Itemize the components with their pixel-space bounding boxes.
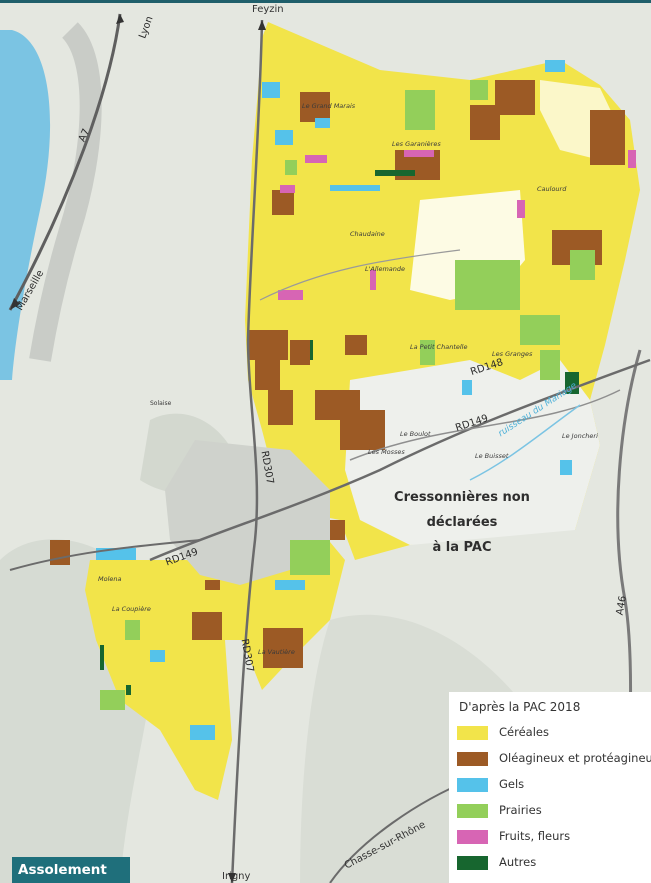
arrow-south xyxy=(228,873,236,883)
legend-label-oleagineux: Oléagineux et protéagineux xyxy=(499,751,651,765)
assolement-badge: Assolement xyxy=(12,857,130,883)
minor-road xyxy=(259,249,461,301)
road-rd307 xyxy=(230,19,264,883)
label-irigny: Irigny xyxy=(222,871,251,882)
arrow-lyon xyxy=(116,14,124,24)
label-la-petit-chantelle: La Petit Chantelle xyxy=(410,343,468,351)
village-saint-fons xyxy=(165,440,330,585)
parcels-oleagineux xyxy=(50,80,625,668)
label-chaudaine: Chaudaine xyxy=(350,230,385,238)
legend-swatch-cereales xyxy=(457,726,488,740)
label-les-mosses: Les Mosses xyxy=(368,448,405,456)
rail-yard xyxy=(29,22,102,362)
legend-swatch-fruits xyxy=(457,830,488,844)
road-rd149-west xyxy=(9,539,201,571)
legend-item-prairies: Prairies xyxy=(457,800,651,822)
top-border xyxy=(0,0,651,3)
label-les-garanieres: Les Garanières xyxy=(392,140,441,148)
rail-line xyxy=(349,389,621,461)
farm-zone-south xyxy=(85,530,345,800)
legend-swatch-oleagineux xyxy=(457,752,488,766)
legend-item-fruits: Fruits, fleurs xyxy=(457,826,651,848)
legend-label-autres: Autres xyxy=(499,855,537,869)
road-rd148-rd149 xyxy=(149,358,651,562)
label-molena: Molena xyxy=(98,575,122,583)
label-la-coupiere: La Coupière xyxy=(112,605,151,613)
legend-item-cereales: Céréales xyxy=(457,722,651,744)
label-caulourd: Caulourd xyxy=(537,185,567,193)
arrow-marseille xyxy=(10,298,20,310)
cressonnieres-line-2: à la PAC xyxy=(432,540,492,555)
label-l-allemande: L'Allemande xyxy=(365,265,406,273)
legend-label-cereales: Céréales xyxy=(499,725,549,739)
parcels-prairies xyxy=(100,80,595,710)
legend-swatch-gels xyxy=(457,778,488,792)
map-legend: D'après la PAC 2018 Céréales Oléagineux … xyxy=(449,692,651,883)
legend-item-autres: Autres xyxy=(457,852,651,874)
label-le-boulot: Le Boulot xyxy=(400,430,431,438)
motorway-a7 xyxy=(8,13,122,311)
label-le-buisset: Le Buisset xyxy=(475,452,509,460)
legend-swatch-autres xyxy=(457,856,488,870)
cressonnieres-line-1: Cressonnières non déclarées xyxy=(394,490,530,530)
parcels-fruits xyxy=(278,150,636,300)
legend-label-prairies: Prairies xyxy=(499,803,542,817)
ruisseau-line xyxy=(469,404,581,481)
legend-label-fruits: Fruits, fleurs xyxy=(499,829,571,843)
label-les-granges: Les Granges xyxy=(492,350,533,358)
industrial-area xyxy=(345,360,600,545)
legend-swatch-prairies xyxy=(457,804,488,818)
cressonnieres-note: Cressonnières non déclarées à la PAC xyxy=(362,485,562,560)
rhone-river xyxy=(0,30,51,380)
label-solaise: Solaise xyxy=(150,400,172,407)
label-le-joncheri: Le Joncheri xyxy=(562,432,598,440)
label-la-vautiere: La Vautière xyxy=(258,648,295,656)
arrow-north xyxy=(258,20,266,30)
legend-label-gels: Gels xyxy=(499,777,525,791)
legend-title: D'après la PAC 2018 xyxy=(459,700,581,714)
label-feyzin: Feyzin xyxy=(252,4,284,15)
legend-item-gels: Gels xyxy=(457,774,651,796)
label-le-grand-marais: Le Grand Marais xyxy=(302,102,356,110)
legend-item-oleagineux: Oléagineux et protéagineux xyxy=(457,748,651,770)
